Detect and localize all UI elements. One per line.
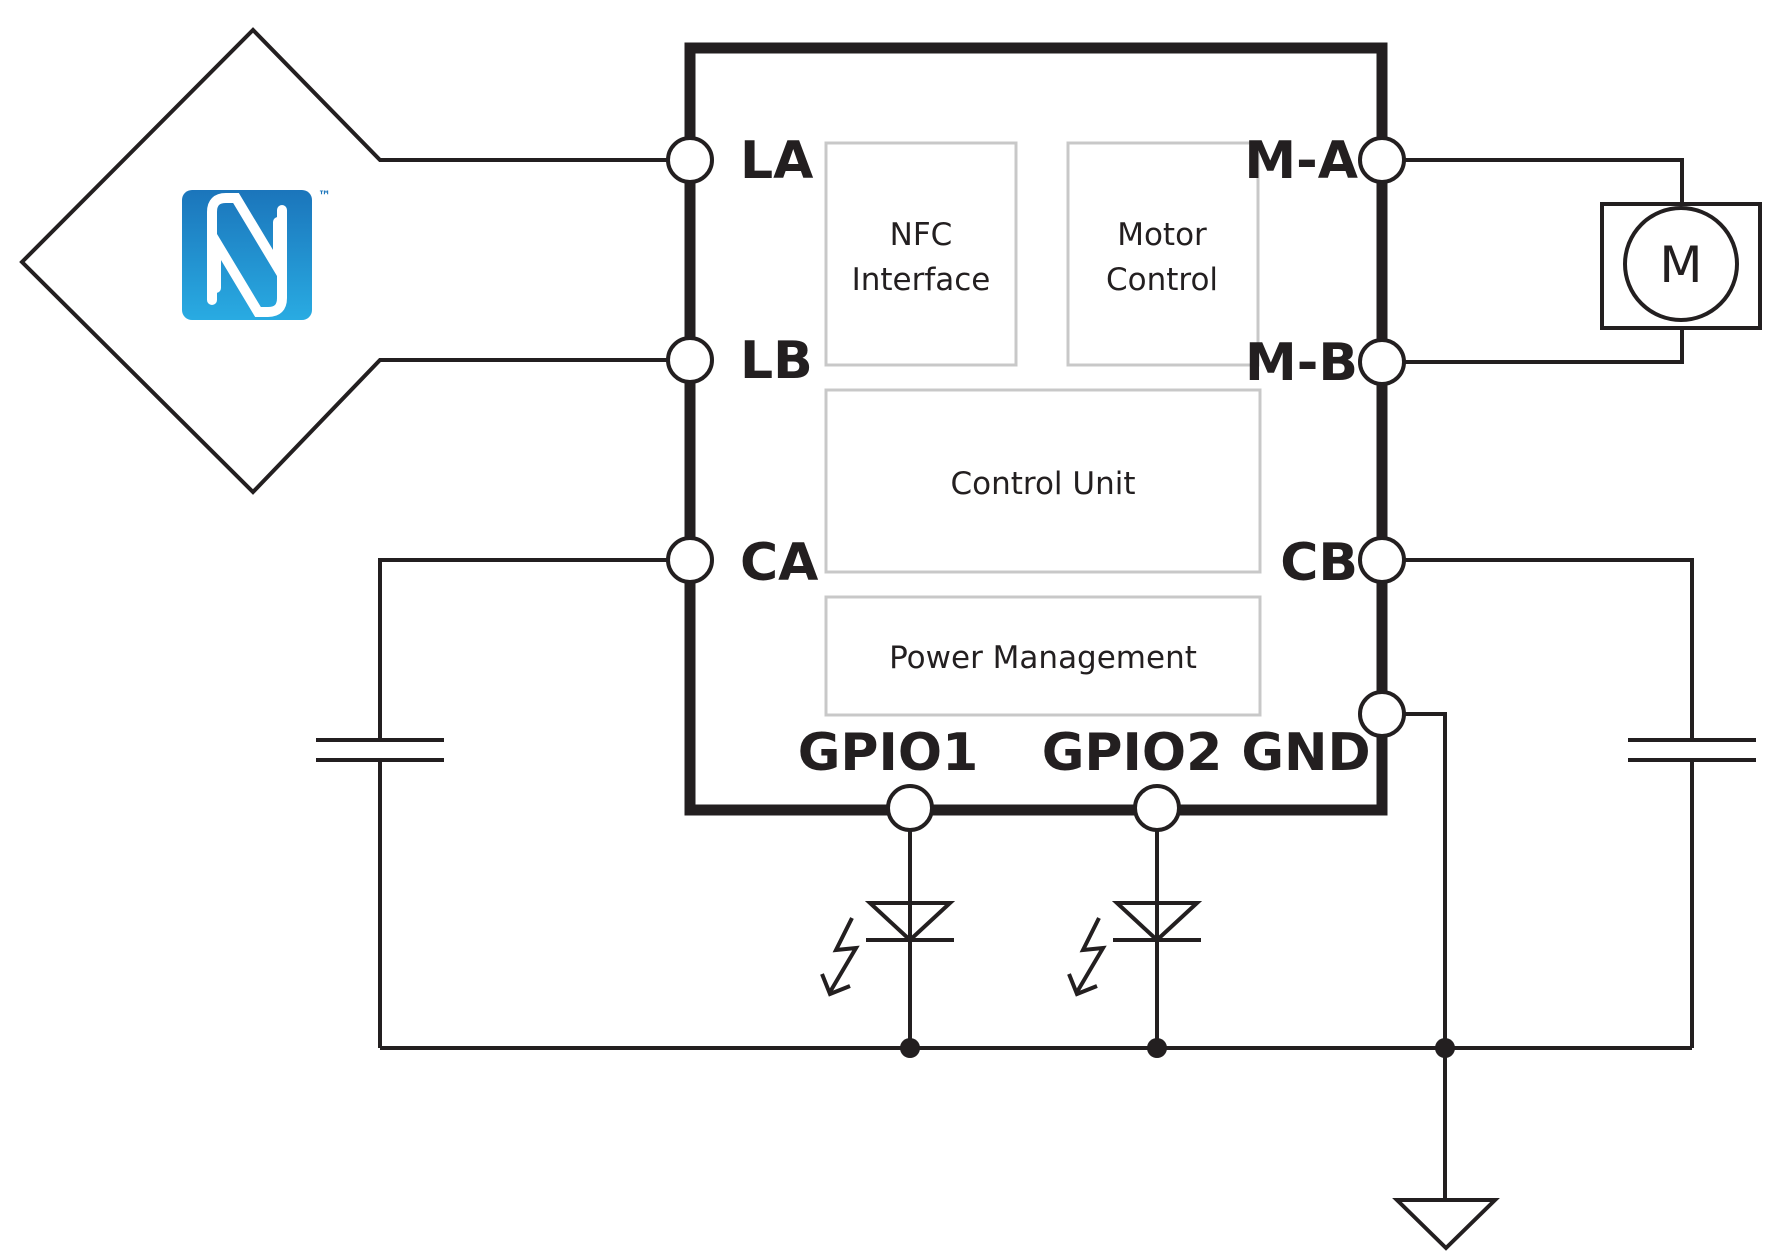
nfc-interface-block: NFC Interface bbox=[824, 141, 1018, 367]
pin-label-ma: M-A bbox=[1244, 131, 1358, 191]
pin-label-gpio1: GPIO1 bbox=[798, 723, 979, 783]
svg-text:Interface: Interface bbox=[852, 262, 991, 298]
pin-label-la: LA bbox=[740, 131, 813, 191]
nfc-antenna bbox=[19, 27, 690, 495]
capacitor-left bbox=[316, 558, 690, 1048]
pin-label-gpio2: GPIO2 bbox=[1042, 723, 1223, 783]
trademark-text: ™ bbox=[318, 189, 331, 204]
svg-text:NFC: NFC bbox=[890, 217, 953, 253]
motor-wiring: M bbox=[1382, 158, 1762, 364]
pin-lb bbox=[666, 336, 714, 384]
ic-package bbox=[684, 42, 1388, 816]
power-management-block: Power Management bbox=[824, 595, 1262, 717]
pin-gpio1 bbox=[886, 784, 934, 832]
pin-gpio2 bbox=[1133, 784, 1181, 832]
pins bbox=[666, 136, 1406, 832]
pin-cb bbox=[1358, 536, 1406, 584]
pin-label-mb: M-B bbox=[1245, 333, 1358, 393]
pin-ca bbox=[666, 536, 714, 584]
pin-labels: LA LB CA M-A M-B CB GPIO1 GPIO2 GND bbox=[740, 131, 1371, 783]
led-2 bbox=[1067, 828, 1203, 1048]
ground-bus bbox=[380, 712, 1692, 1251]
pin-label-gnd: GND bbox=[1241, 723, 1370, 783]
pin-la bbox=[666, 136, 714, 184]
svg-text:Control Unit: Control Unit bbox=[950, 466, 1135, 502]
svg-text:Motor: Motor bbox=[1117, 217, 1207, 253]
junction-dot bbox=[1435, 1038, 1455, 1058]
pin-label-ca: CA bbox=[740, 533, 818, 593]
pin-ma bbox=[1358, 136, 1406, 184]
led-1 bbox=[820, 828, 956, 1048]
svg-text:Power Management: Power Management bbox=[889, 640, 1197, 676]
svg-text:Control: Control bbox=[1106, 262, 1218, 298]
control-unit-block: Control Unit bbox=[824, 388, 1262, 574]
motor-control-block: Motor Control bbox=[1066, 141, 1260, 367]
nfc-logo-icon: ™ bbox=[182, 189, 331, 320]
pin-label-lb: LB bbox=[740, 331, 813, 391]
capacitor-right bbox=[1382, 558, 1756, 1048]
pin-mb bbox=[1358, 338, 1406, 386]
pin-gnd bbox=[1358, 690, 1406, 738]
pin-label-cb: CB bbox=[1280, 533, 1358, 593]
motor-label: M bbox=[1659, 236, 1702, 294]
